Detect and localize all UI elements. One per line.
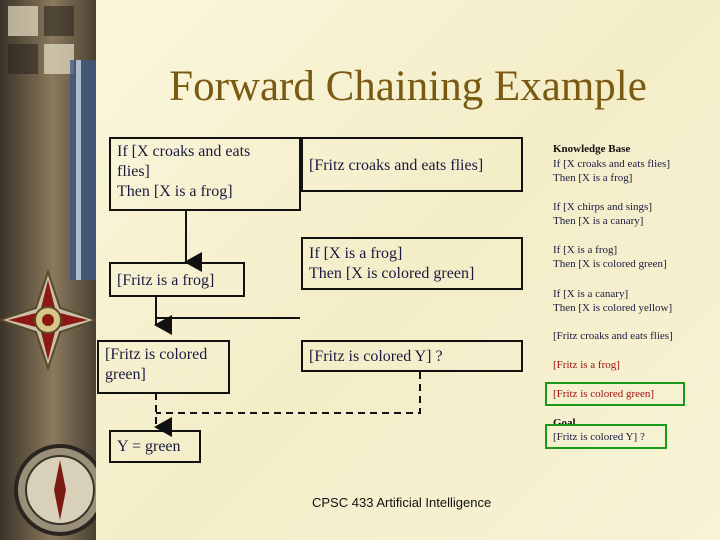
rule-frog-box: If [X croaks and eats flies] Then [X is … <box>109 137 301 211</box>
kb-rule-2-if: If [X chirps and sings] <box>553 200 652 214</box>
answer-box: Y = green <box>109 430 201 463</box>
footer-course: CPSC 433 Artificial Intelligence <box>312 495 491 510</box>
fact-fritz-frog-text: [Fritz is a frog] <box>117 271 237 291</box>
kb-rule-1-if: If [X croaks and eats flies] <box>553 157 670 171</box>
goal-query-box: [Fritz is colored Y] ? <box>301 340 523 372</box>
rule-green-line-1: If [X is a frog] <box>309 244 515 264</box>
kb-goal: [Fritz is colored Y] ? <box>553 430 645 444</box>
kb-fact-1: [Fritz croaks and eats flies] <box>553 329 673 343</box>
kb-rule-1-then: Then [X is a frog] <box>553 171 670 185</box>
rule-frog-line-3: Then [X is a frog] <box>117 182 293 202</box>
kb-title: Knowledge Base <box>553 142 630 156</box>
fact-fritz-frog-box: [Fritz is a frog] <box>109 262 245 297</box>
rule-green-line-2: Then [X is colored green] <box>309 264 515 284</box>
kb-rule-2: If [X chirps and sings] Then [X is a can… <box>553 200 652 228</box>
kb-rule-3-if: If [X is a frog] <box>553 243 667 257</box>
kb-rule-4-then: Then [X is colored yellow] <box>553 301 672 315</box>
kb-rule-1: If [X croaks and eats flies] Then [X is … <box>553 157 670 185</box>
kb-fact-2: [Fritz is a frog] <box>553 358 620 372</box>
kb-fact-3: [Fritz is colored green] <box>553 387 654 401</box>
rule-frog-line-1: If [X croaks and eats <box>117 142 293 162</box>
fact-fritz-croaks-text: [Fritz croaks and eats flies] <box>309 156 515 176</box>
rule-frog-line-2: flies] <box>117 162 293 182</box>
kb-rule-3-then: Then [X is colored green] <box>553 257 667 271</box>
fact-fritz-green-box: [Fritz is colored green] <box>97 340 230 394</box>
rule-green-box: If [X is a frog] Then [X is colored gree… <box>301 237 523 290</box>
kb-rule-3: If [X is a frog] Then [X is colored gree… <box>553 243 667 271</box>
answer-text: Y = green <box>117 437 193 457</box>
fact-fritz-green-line-1: [Fritz is colored <box>105 345 222 365</box>
fact-fritz-green-line-2: green] <box>105 365 222 385</box>
kb-rule-4-if: If [X is a canary] <box>553 287 672 301</box>
kb-rule-2-then: Then [X is a canary] <box>553 214 652 228</box>
goal-query-text: [Fritz is colored Y] ? <box>309 347 515 367</box>
fact-fritz-croaks-box: [Fritz croaks and eats flies] <box>301 137 523 192</box>
kb-rule-4: If [X is a canary] Then [X is colored ye… <box>553 287 672 315</box>
